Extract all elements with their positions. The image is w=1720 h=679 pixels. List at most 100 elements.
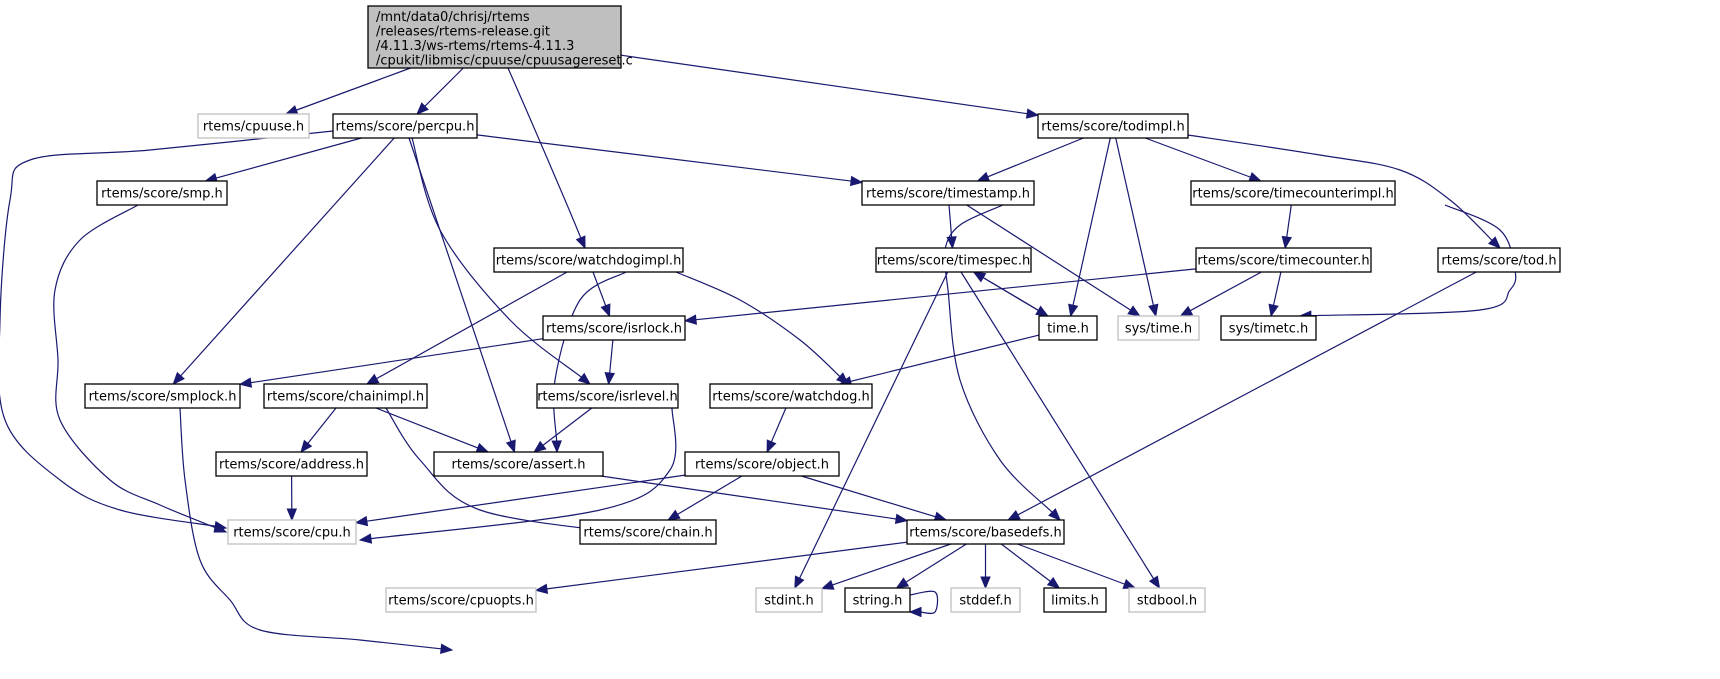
node-box	[844, 587, 911, 613]
edge-isrlock-to-isrlevel	[604, 339, 615, 386]
arrow-head-icon	[794, 575, 805, 590]
arrow-head-icon	[475, 442, 490, 453]
node-basedefs[interactable]: rtems/score/basedefs.h	[906, 519, 1065, 545]
edge-todimpl-to-timecounterimpl	[1144, 137, 1263, 182]
edge-line	[909, 590, 939, 615]
edge-line	[801, 475, 937, 518]
node-systime[interactable]: sys/time.h	[1117, 315, 1200, 341]
node-box	[709, 383, 873, 409]
edge-basedefs-to-cpuopts	[534, 541, 908, 594]
edge-line	[375, 407, 479, 449]
node-label: rtems/score/chain.h	[583, 526, 712, 541]
node-watchdogimpl[interactable]: rtems/score/watchdogimpl.h	[493, 247, 684, 273]
node-time[interactable]: time.h	[1038, 315, 1098, 341]
edge-line	[592, 271, 607, 307]
node-isrlock[interactable]: rtems/score/isrlock.h	[542, 315, 686, 341]
edge-todimpl-to-systime	[1115, 137, 1159, 318]
node-label: rtems/score/timestamp.h	[866, 187, 1030, 202]
edge-percpu-to-smp	[204, 137, 362, 183]
node-object[interactable]: rtems/score/object.h	[684, 451, 840, 477]
arrow-head-icon	[1046, 576, 1061, 589]
arrow-head-icon	[820, 579, 835, 590]
edge-object-to-chain	[666, 475, 743, 521]
node-smp[interactable]: rtems/score/smp.h	[96, 180, 228, 206]
node-systimetc[interactable]: sys/timetc.h	[1220, 315, 1317, 341]
edge-line	[1187, 134, 1494, 242]
node-cpu[interactable]: rtems/score/cpu.h	[227, 519, 357, 545]
node-box	[84, 383, 241, 409]
edge-line	[943, 204, 1054, 514]
arrow-head-icon	[534, 583, 549, 594]
node-box	[385, 587, 537, 613]
node-box	[861, 180, 1035, 206]
node-box	[684, 451, 840, 477]
edge-basedefs-to-stdbool	[1017, 543, 1137, 589]
node-box	[950, 587, 1021, 613]
node-timestamp[interactable]: rtems/score/timestamp.h	[861, 180, 1035, 206]
node-isrlevel[interactable]: rtems/score/isrlevel.h	[536, 383, 679, 409]
arrow-head-icon	[358, 533, 373, 544]
edge-chainimpl-to-assert	[375, 407, 490, 453]
node-timecounter[interactable]: rtems/score/timecounter.h	[1195, 247, 1372, 273]
node-smplock[interactable]: rtems/score/smplock.h	[84, 383, 241, 409]
node-tod[interactable]: rtems/score/tod.h	[1437, 247, 1561, 273]
arrow-head-icon	[1268, 303, 1279, 318]
edge-isrlock-to-smplock	[238, 338, 544, 388]
edge-root-to-todimpl	[620, 54, 1040, 119]
node-string[interactable]: string.h	[844, 587, 911, 613]
arrow-head-icon	[683, 314, 697, 325]
edge-root-to-cpuuse	[284, 67, 411, 115]
edge-line	[215, 137, 362, 179]
node-percpu[interactable]: rtems/score/percpu.h	[332, 113, 478, 139]
edge-line	[53, 204, 217, 529]
arrow-head-icon	[1148, 575, 1161, 590]
node-label: rtems/score/chainimpl.h	[267, 390, 424, 405]
arrow-head-icon	[284, 105, 299, 115]
edge-line	[369, 407, 677, 540]
edge-line	[1286, 204, 1292, 239]
node-cpuuse[interactable]: rtems/cpuuse.h	[197, 113, 310, 139]
edge-line	[676, 475, 743, 516]
node-timecounterimpl[interactable]: rtems/score/timecounterimpl.h	[1190, 180, 1396, 206]
node-box	[332, 113, 478, 139]
node-label: /releases/rtems-release.git	[376, 25, 550, 40]
edge-line	[770, 407, 787, 444]
node-timespec[interactable]: rtems/score/timespec.h	[875, 247, 1032, 273]
arrow-head-icon	[666, 509, 681, 521]
edge-time-to-timespec	[972, 271, 1049, 317]
edge-line	[476, 134, 853, 182]
node-chainimpl[interactable]: rtems/score/chainimpl.h	[263, 383, 428, 409]
node-cpuopts[interactable]: rtems/score/cpuopts.h	[385, 587, 537, 613]
node-label: rtems/score/basedefs.h	[909, 526, 1062, 541]
edge-timecounter-to-systimetc	[1268, 271, 1282, 318]
node-watchdog[interactable]: rtems/score/watchdog.h	[709, 383, 873, 409]
node-address[interactable]: rtems/score/address.h	[215, 451, 368, 477]
node-root[interactable]: /mnt/data0/chrisj/rtems/releases/rtems-r…	[367, 5, 633, 69]
node-stddef[interactable]: stddef.h	[950, 587, 1021, 613]
edge-line	[507, 67, 582, 239]
edge-line	[1000, 543, 1052, 583]
node-stdint[interactable]: stdint.h	[755, 587, 823, 613]
arrow-head-icon	[894, 513, 909, 525]
edge-smplock-to-cpuopts	[179, 407, 454, 654]
node-assert[interactable]: rtems/score/assert.h	[433, 451, 604, 477]
node-label: rtems/score/watchdog.h	[712, 390, 869, 405]
node-limits[interactable]: limits.h	[1043, 587, 1107, 613]
edge-line	[1309, 204, 1517, 317]
node-todimpl[interactable]: rtems/score/todimpl.h	[1037, 113, 1189, 139]
arrow-head-icon	[365, 373, 380, 385]
node-label: rtems/score/percpu.h	[336, 120, 475, 135]
arrow-head-icon	[533, 440, 547, 453]
node-box	[1117, 315, 1200, 341]
edge-line	[620, 54, 1029, 115]
node-box	[215, 451, 368, 477]
edge-line	[1272, 271, 1282, 307]
node-label: rtems/score/smplock.h	[89, 390, 237, 405]
arrow-head-icon	[551, 440, 562, 454]
edge-line	[798, 271, 949, 580]
node-label: rtems/score/timecounterimpl.h	[1192, 187, 1393, 202]
node-box	[579, 519, 717, 545]
node-box	[1038, 315, 1098, 341]
node-stdbool[interactable]: stdbool.h	[1128, 587, 1206, 613]
node-chain[interactable]: rtems/score/chain.h	[579, 519, 717, 545]
